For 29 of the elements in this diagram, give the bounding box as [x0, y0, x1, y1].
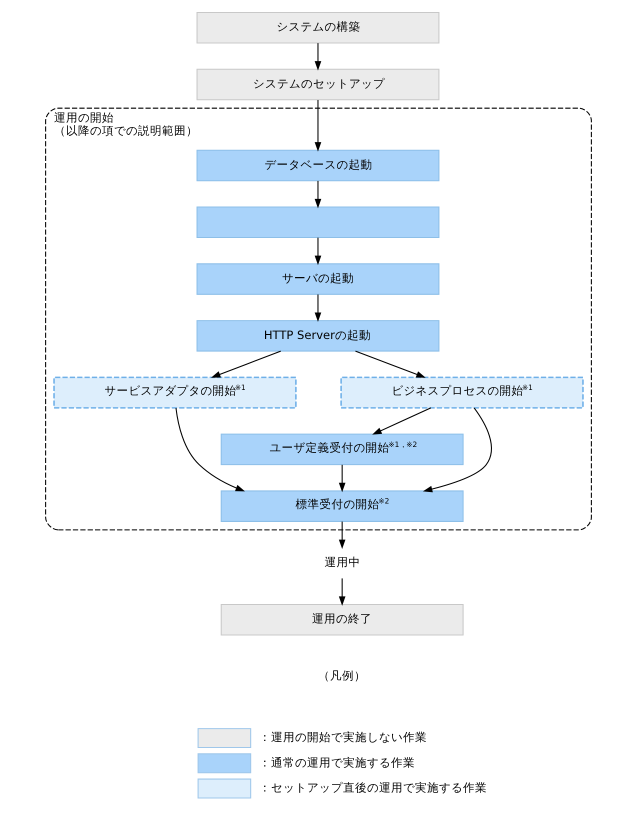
- node-box: システムのセットアップ: [196, 68, 439, 100]
- node-box: HTTP Serverの起動: [196, 320, 439, 352]
- arrow: [422, 408, 492, 492]
- node-box: 運用の終了: [220, 604, 464, 636]
- node-box: データベースの起動: [196, 150, 439, 182]
- arrow: [338, 578, 345, 606]
- node-box: 標準受付の開始$^{※2}$: [220, 490, 464, 522]
- arrow: [314, 294, 321, 322]
- arrow: [314, 180, 321, 208]
- node-box: ビジネスプロセスの開始$^{※1}$: [340, 376, 584, 409]
- arrow: [314, 43, 321, 71]
- legend-label: ：セットアップ直後の運用で実施する作業: [258, 780, 487, 794]
- legend-label: ：運用の開始で実施しない作業: [258, 730, 427, 744]
- arrow: [354, 350, 426, 378]
- arrow: [210, 350, 280, 378]
- arrow: [372, 407, 431, 435]
- node-box: [196, 206, 439, 238]
- node-box: ユーザ定義受付の開始$^{※1，※2}$: [220, 434, 464, 466]
- node-text: 運用中: [324, 554, 360, 569]
- arrow: [338, 522, 345, 550]
- arrow: [174, 408, 245, 492]
- label: （凡例）: [317, 668, 366, 682]
- node-box: サーバの起動: [196, 263, 439, 295]
- arrow: [338, 464, 345, 492]
- legend-label: ：通常の運用で実施する作業: [258, 755, 415, 770]
- node-box: サービスアダプタの開始$^{※1}$: [52, 376, 296, 409]
- arrow: [314, 100, 321, 152]
- arrow: [314, 238, 321, 266]
- node-box: システムの構築: [196, 12, 439, 44]
